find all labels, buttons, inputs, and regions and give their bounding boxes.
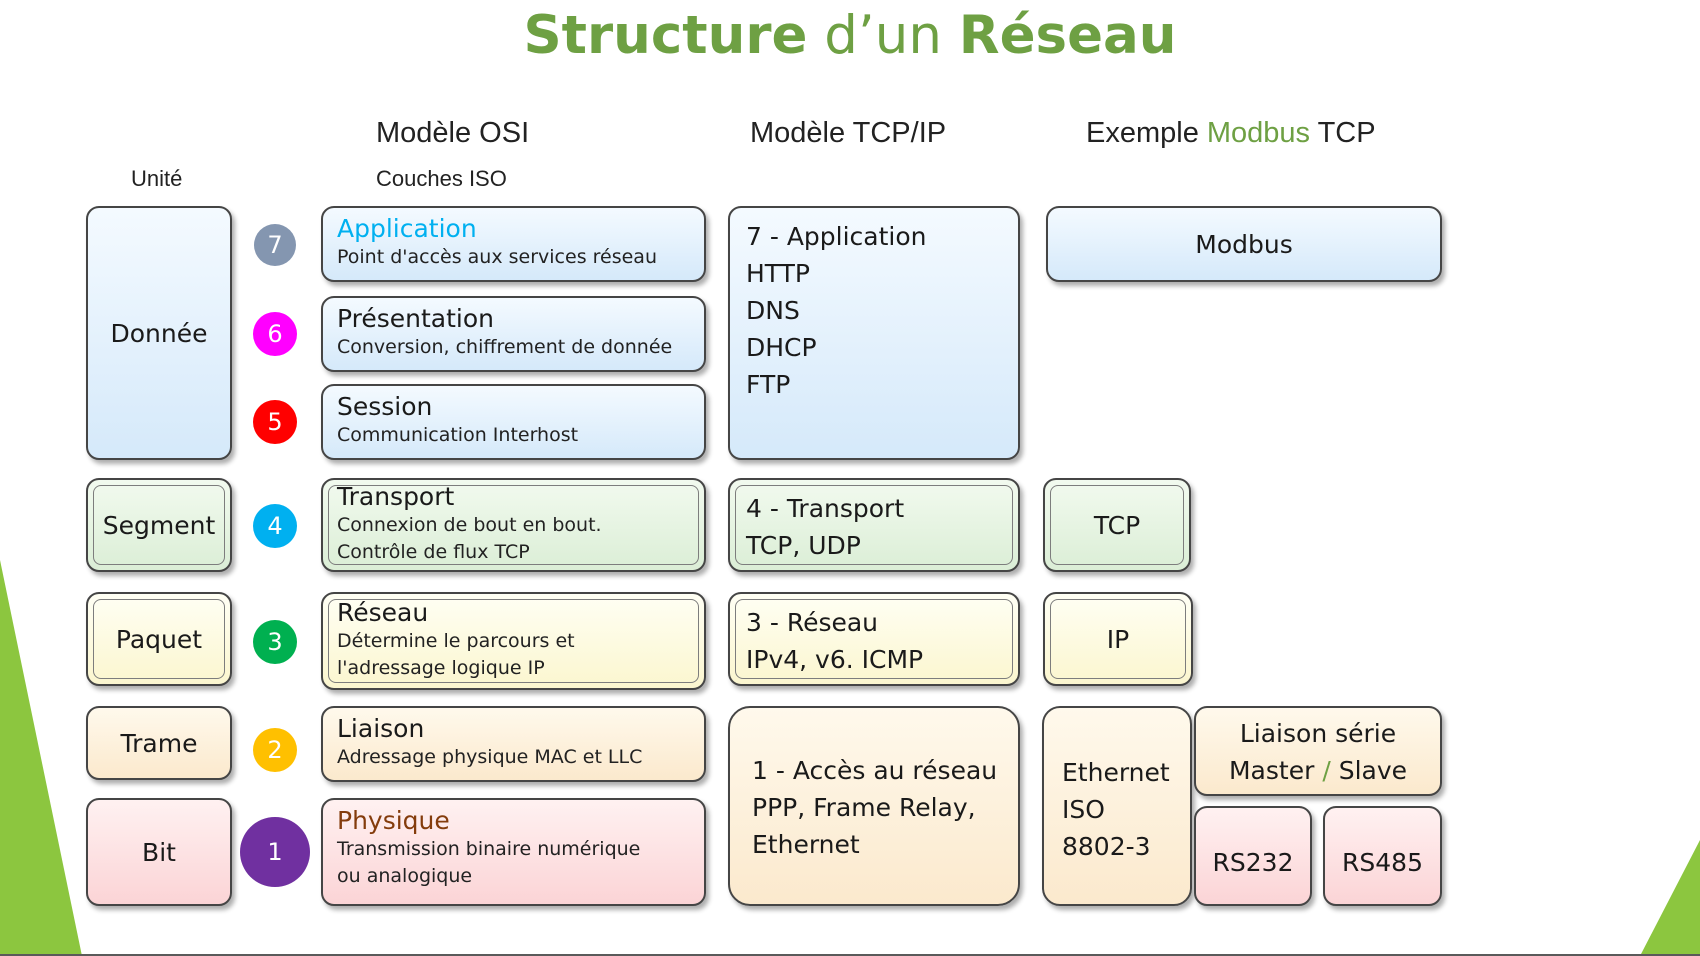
tcp-label: TCP	[1093, 510, 1141, 540]
layer-2-number: 2	[267, 736, 283, 764]
slash-separator: /	[1314, 756, 1339, 785]
tcpip-line: PPP, Frame Relay,	[752, 793, 976, 822]
tcpip-layer-application: 7 - Application HTTP DNS DHCP FTP	[728, 206, 1020, 460]
tcpip-line: HTTP	[746, 259, 810, 288]
osi-layer-name: Application	[337, 214, 477, 243]
osi-layer-desc: Connexion de bout en bout.	[337, 514, 602, 536]
rs232-label: RS232	[1212, 847, 1294, 877]
unit-bit: Bit	[86, 798, 232, 906]
page-title: Structure d’un Réseau	[0, 4, 1700, 68]
header-iso-layers: Couches ISO	[376, 166, 507, 191]
serial-link-label: Liaison série	[1239, 719, 1397, 748]
layer-3-number: 3	[267, 628, 283, 656]
osi-layer-name: Transport	[337, 482, 455, 511]
osi-layer-name: Physique	[337, 806, 450, 835]
header-tcpip-model: Modèle TCP/IP	[750, 117, 947, 149]
header-osi-model: Modèle OSI	[376, 117, 530, 149]
layer-4-badge: 4	[253, 504, 297, 548]
ip-label: IP	[1106, 624, 1130, 654]
bottom-divider	[0, 954, 1700, 956]
layer-5-badge: 5	[253, 400, 297, 444]
layer-7-number: 7	[267, 231, 283, 259]
header-unit: Unité	[131, 166, 183, 191]
modbus-application-box: Modbus	[1046, 206, 1442, 282]
layer-4-number: 4	[267, 512, 283, 540]
title-structure: Structure	[523, 5, 808, 66]
osi-layer-desc: Transmission binaire numérique	[337, 838, 641, 860]
osi-layer-session: Session Communication Interhost	[321, 384, 706, 460]
osi-layer-name: Liaison	[337, 714, 425, 743]
modbus-label: Modbus	[1195, 229, 1293, 259]
tcpip-line: DHCP	[746, 333, 817, 362]
master-slave-label: Master / Slave	[1196, 752, 1440, 789]
header-example-suffix: TCP	[1310, 117, 1376, 149]
modbus-tcp-box: TCP	[1043, 478, 1191, 572]
ethernet-line: 8802-3	[1062, 832, 1151, 861]
osi-layer-desc: l'adressage logique IP	[337, 657, 545, 679]
tcpip-layer-network: 3 - Réseau IPv4, v6. ICMP	[728, 592, 1020, 686]
slave-label: Slave	[1338, 756, 1408, 785]
header-modbus-example: Exemple Modbus TCP	[1086, 116, 1376, 150]
osi-layer-physical: Physique Transmission binaire numérique …	[321, 798, 706, 906]
layer-1-number: 1	[267, 838, 283, 866]
modbus-ip-box: IP	[1043, 592, 1193, 686]
osi-layer-desc: Adressage physique MAC et LLC	[337, 746, 643, 768]
osi-layer-name: Réseau	[337, 598, 429, 627]
layer-6-number: 6	[267, 320, 283, 348]
tcpip-line: Ethernet	[752, 830, 860, 859]
ethernet-line: Ethernet	[1062, 758, 1170, 787]
layer-3-badge: 3	[253, 620, 297, 664]
header-example-brand: Modbus	[1206, 117, 1311, 149]
rs485-box: RS485	[1323, 806, 1442, 906]
decorative-green-triangle-right	[1640, 840, 1700, 956]
rs232-box: RS232	[1194, 806, 1312, 906]
osi-layer-transport: Transport Connexion de bout en bout. Con…	[321, 478, 706, 572]
tcpip-line: DNS	[746, 296, 800, 325]
layer-1-badge: 1	[240, 817, 310, 887]
osi-layer-desc: Détermine le parcours et	[337, 630, 575, 652]
osi-layer-name: Présentation	[337, 304, 495, 333]
unit-trame: Trame	[86, 706, 232, 780]
tcpip-line: FTP	[746, 370, 791, 399]
title-reseau: Réseau	[958, 5, 1177, 66]
unit-paquet: Paquet	[86, 592, 232, 686]
layer-7-badge: 7	[254, 224, 296, 266]
master-label: Master	[1228, 756, 1315, 785]
osi-layer-desc: Communication Interhost	[337, 424, 579, 446]
tcpip-line: IPv4, v6. ICMP	[746, 645, 924, 674]
layer-5-number: 5	[267, 408, 283, 436]
osi-layer-desc: ou analogique	[337, 865, 473, 887]
osi-layer-application: Application Point d'accès aux services r…	[321, 206, 706, 282]
osi-layer-network: Réseau Détermine le parcours et l'adress…	[321, 592, 706, 690]
tcpip-layer-network-access: 1 - Accès au réseau PPP, Frame Relay, Et…	[728, 706, 1020, 906]
osi-layer-desc: Point d'accès aux services réseau	[337, 246, 657, 268]
osi-layer-datalink: Liaison Adressage physique MAC et LLC	[321, 706, 706, 782]
tcpip-line: 7 - Application	[746, 222, 927, 251]
tcpip-line: 1 - Accès au réseau	[752, 756, 998, 785]
osi-layer-desc: Conversion, chiffrement de donnée	[337, 336, 673, 358]
layer-2-badge: 2	[253, 728, 297, 772]
osi-layer-presentation: Présentation Conversion, chiffrement de …	[321, 296, 706, 372]
tcpip-line: 3 - Réseau	[746, 608, 879, 637]
tcpip-layer-transport: 4 - Transport TCP, UDP	[728, 478, 1020, 572]
unit-donnee: Donnée	[86, 206, 232, 460]
tcpip-line: TCP, UDP	[746, 531, 861, 560]
osi-layer-desc: Contrôle de flux TCP	[337, 541, 530, 563]
osi-layer-name: Session	[337, 392, 433, 421]
tcpip-line: 4 - Transport	[746, 494, 905, 523]
header-example-prefix: Exemple	[1086, 117, 1207, 149]
unit-segment: Segment	[86, 478, 232, 572]
modbus-serial-link-box: Liaison série Master / Slave	[1194, 706, 1442, 796]
modbus-ethernet-box: Ethernet ISO 8802-3	[1042, 706, 1192, 906]
title-dun: d’un	[807, 5, 959, 66]
ethernet-line: ISO	[1062, 795, 1105, 824]
layer-6-badge: 6	[253, 312, 297, 356]
rs485-label: RS485	[1342, 847, 1423, 877]
decorative-green-triangle-left	[0, 560, 82, 956]
